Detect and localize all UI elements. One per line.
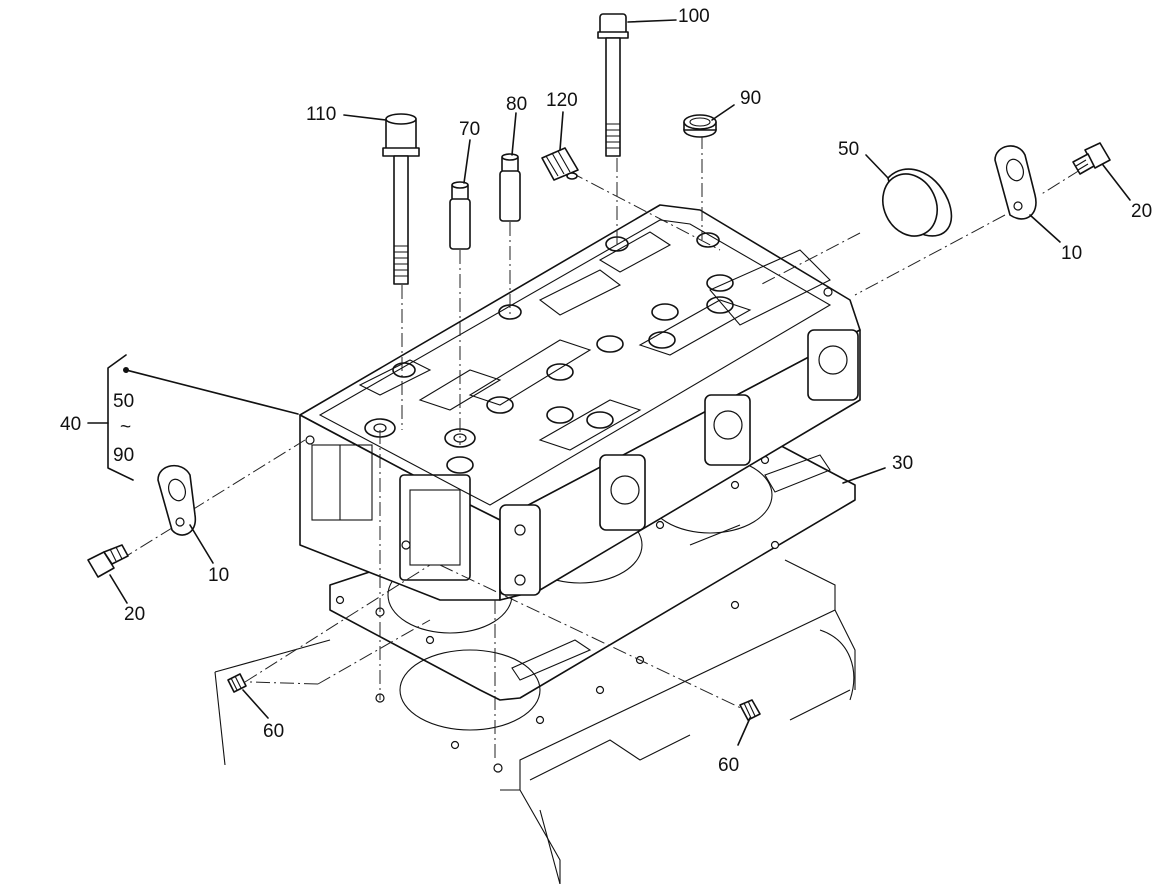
callout-10-left: 10 — [208, 565, 229, 586]
lifting-bracket-10-right — [994, 145, 1037, 220]
callout-120: 120 — [546, 90, 578, 111]
leader-lines — [87, 19, 1131, 746]
callout-70: 70 — [459, 119, 480, 140]
bracket-bolt-20-left — [87, 544, 129, 578]
callout-labels: 100 110 70 80 120 90 50 10 20 40 50 ~ 90… — [60, 6, 1152, 776]
callout-30: 30 — [892, 453, 913, 474]
engine-block — [214, 559, 856, 884]
callout-90-top: 90 — [740, 88, 761, 109]
cylinder-head — [299, 204, 861, 601]
assembly-centerlines — [119, 135, 1081, 760]
callout-20-left: 20 — [124, 604, 145, 625]
callout-60-left: 60 — [263, 721, 284, 742]
callout-40-range-to: 90 — [113, 445, 134, 466]
head-bolt-100 — [597, 13, 629, 157]
plug-120 — [541, 147, 579, 181]
callout-40-range-from: 50 — [113, 391, 134, 412]
dowel-pin-60-left — [227, 673, 247, 693]
callout-100: 100 — [678, 6, 710, 27]
callout-80: 80 — [506, 94, 527, 115]
callout-40-range-tilde: ~ — [120, 417, 131, 438]
bracket-bolt-20-right — [1072, 142, 1111, 175]
callout-60-right: 60 — [718, 755, 739, 776]
valve-guide-70 — [449, 181, 471, 250]
dowel-pin-60-right — [739, 699, 761, 721]
callout-40: 40 — [60, 414, 81, 435]
callout-50-top: 50 — [838, 139, 859, 160]
seal-ring-90 — [683, 114, 717, 138]
expansion-plug-50 — [882, 168, 953, 237]
callout-110: 110 — [306, 104, 336, 125]
head-bolt-110 — [382, 113, 420, 285]
callout-10-right: 10 — [1061, 243, 1082, 264]
valve-guide-80 — [499, 153, 521, 222]
callout-20-right: 20 — [1131, 201, 1152, 222]
lifting-bracket-10-left — [157, 464, 197, 536]
